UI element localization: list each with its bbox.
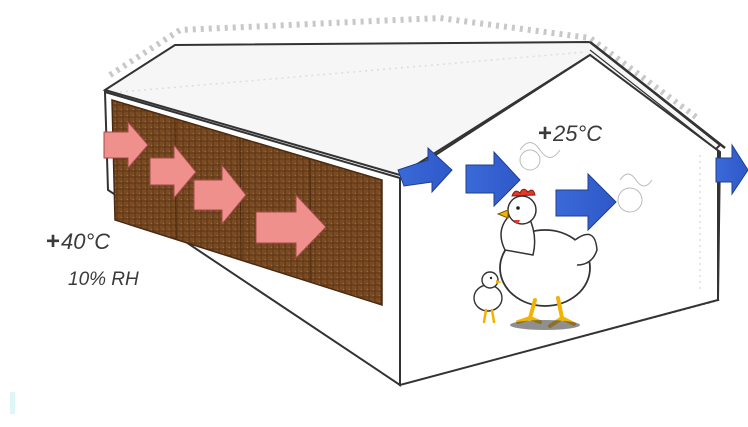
arrow-right-icon <box>555 172 617 232</box>
chick-icon <box>473 271 503 324</box>
cool-air-arrows <box>397 143 748 232</box>
hot-air-arrows <box>103 120 327 260</box>
inside-plus-sign: + <box>538 120 553 147</box>
outside-temperature-label: +40°C <box>46 228 110 256</box>
arrow-right-icon <box>193 163 247 226</box>
inside-temperature-label: +25°C <box>538 120 602 148</box>
inside-temperature-value: 25°C <box>553 121 603 146</box>
air-swirls <box>519 142 653 213</box>
arrow-right-icon <box>397 146 453 194</box>
arrow-right-icon <box>255 193 327 260</box>
arrow-right-icon <box>149 143 197 200</box>
chicken-icon <box>496 188 598 330</box>
arrow-right-icon <box>103 120 149 170</box>
outside-plus-sign: + <box>46 228 61 255</box>
stray-mark <box>10 392 15 414</box>
outside-temperature-value: 40°C <box>61 229 111 254</box>
outside-humidity-label: 10% RH <box>68 269 139 290</box>
arrow-right-icon <box>715 143 748 196</box>
arrow-right-icon <box>465 150 521 208</box>
